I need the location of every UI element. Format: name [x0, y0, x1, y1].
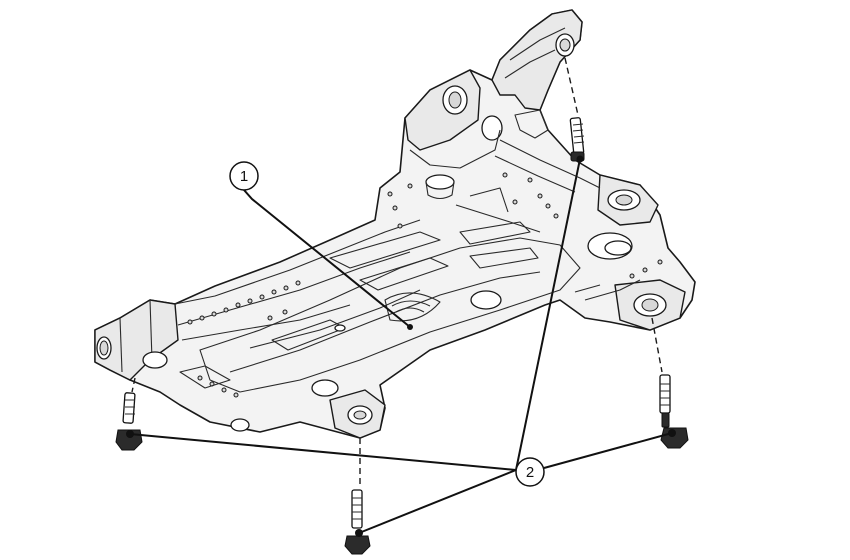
alignment-lines	[131, 57, 663, 485]
bolt-right	[659, 374, 689, 449]
front-subframe	[94, 9, 696, 439]
bolt-left	[115, 392, 143, 451]
callout-2: 2	[515, 457, 545, 487]
callout-1: 1	[229, 161, 259, 191]
leader-lines	[126, 155, 676, 537]
bolt-top-right	[569, 117, 585, 162]
bolt-bottom	[344, 489, 371, 555]
callout-1-label: 1	[240, 168, 248, 185]
callout-2-label: 2	[526, 464, 534, 481]
